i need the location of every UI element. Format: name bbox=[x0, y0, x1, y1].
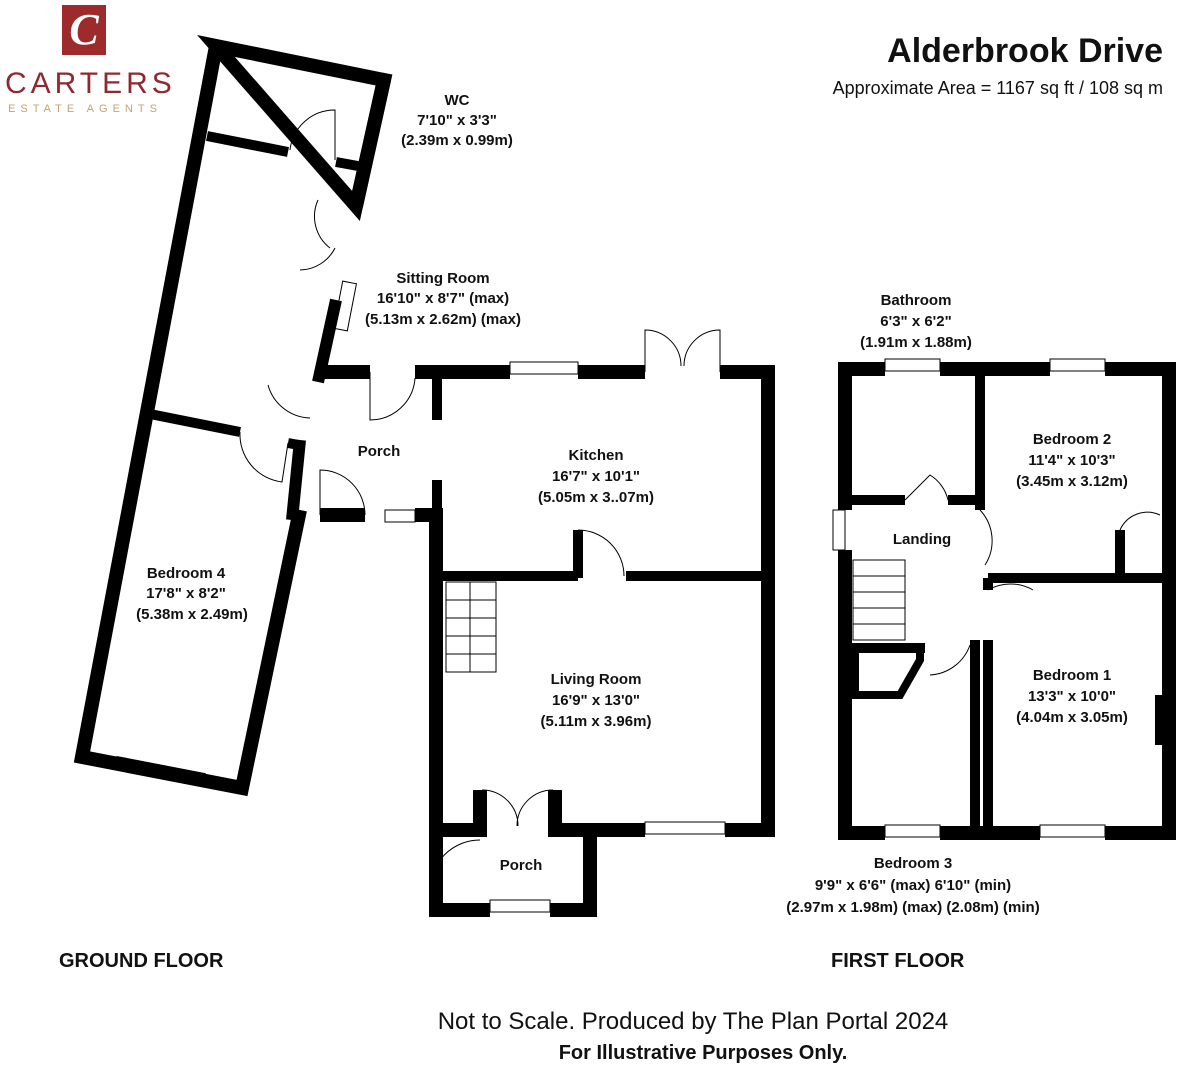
svg-text:Bedroom 4: Bedroom 4 bbox=[147, 565, 226, 582]
svg-text:(3.45m x 3.12m): (3.45m x 3.12m) bbox=[1016, 473, 1128, 490]
first-floor-walls bbox=[832, 358, 1176, 840]
svg-text:(5.38m x 2.49m): (5.38m x 2.49m) bbox=[136, 606, 248, 623]
svg-text:(5.13m x 2.62m) (max): (5.13m x 2.62m) (max) bbox=[365, 311, 521, 328]
room-label-bedroom-3: Bedroom 3 9'9" x 6'6" (max) 6'10" (min) … bbox=[786, 855, 1039, 916]
room-label-living-room: Living Room 16'9" x 13'0" (5.11m x 3.96m… bbox=[541, 671, 652, 730]
svg-text:Living Room: Living Room bbox=[551, 671, 642, 688]
svg-text:(5.11m x 3.96m): (5.11m x 3.96m) bbox=[541, 713, 652, 730]
logo-tagline: ESTATE AGENTS bbox=[8, 103, 162, 115]
svg-text:16'7" x 10'1": 16'7" x 10'1" bbox=[552, 468, 640, 485]
svg-text:11'4" x 10'3": 11'4" x 10'3" bbox=[1028, 452, 1115, 469]
room-label-wc: WC 7'10" x 3'3" (2.39m x 0.99m) bbox=[401, 92, 513, 149]
svg-text:(4.04m x 3.05m): (4.04m x 3.05m) bbox=[1016, 709, 1128, 726]
property-title: Alderbrook Drive bbox=[887, 32, 1163, 70]
room-label-bathroom: Bathroom 6'3" x 6'2" (1.91m x 1.88m) bbox=[860, 292, 972, 351]
svg-text:Kitchen: Kitchen bbox=[568, 447, 623, 464]
room-label-kitchen: Kitchen 16'7" x 10'1" (5.05m x 3..07m) bbox=[538, 447, 654, 506]
svg-text:(2.97m x 1.98m) (max) (2.08m): (2.97m x 1.98m) (max) (2.08m) (min) bbox=[786, 899, 1039, 916]
svg-text:(5.05m x 3..07m): (5.05m x 3..07m) bbox=[538, 489, 654, 506]
ground-floor-label: GROUND FLOOR bbox=[59, 950, 224, 972]
ground-floor-extension-walls bbox=[73, 35, 393, 797]
carters-logo: C CARTERS ESTATE AGENTS bbox=[5, 5, 176, 115]
approximate-area: Approximate Area = 1167 sq ft / 108 sq m bbox=[832, 78, 1163, 98]
ground-floor-main-walls bbox=[318, 329, 775, 917]
room-label-bedroom-1: Bedroom 1 13'3" x 10'0" (4.04m x 3.05m) bbox=[1016, 667, 1128, 726]
svg-text:9'9" x 6'6" (max) 6'10" (min): 9'9" x 6'6" (max) 6'10" (min) bbox=[815, 877, 1011, 894]
svg-text:17'8" x 8'2": 17'8" x 8'2" bbox=[146, 585, 226, 602]
footer-illustrative: For Illustrative Purposes Only. bbox=[558, 1042, 848, 1064]
svg-text:7'10" x 3'3": 7'10" x 3'3" bbox=[417, 112, 497, 129]
room-label-bedroom-2: Bedroom 2 11'4" x 10'3" (3.45m x 3.12m) bbox=[1016, 431, 1128, 490]
svg-text:Bedroom 3: Bedroom 3 bbox=[874, 855, 952, 872]
room-label-landing: Landing bbox=[893, 531, 951, 548]
svg-text:16'9" x 13'0": 16'9" x 13'0" bbox=[552, 692, 640, 709]
logo-name: CARTERS bbox=[5, 67, 176, 100]
svg-text:(1.91m x 1.88m): (1.91m x 1.88m) bbox=[860, 334, 972, 351]
room-label-porch: Porch bbox=[358, 443, 401, 460]
svg-text:(2.39m x 0.99m): (2.39m x 0.99m) bbox=[401, 132, 513, 149]
svg-text:Sitting Room: Sitting Room bbox=[396, 270, 489, 287]
svg-text:13'3" x 10'0": 13'3" x 10'0" bbox=[1028, 688, 1116, 705]
room-label-sitting-room: Sitting Room 16'10" x 8'7" (max) (5.13m … bbox=[365, 270, 521, 328]
room-label-bedroom-4: Bedroom 4 17'8" x 8'2" (5.38m x 2.49m) bbox=[136, 565, 248, 623]
first-floor-label: FIRST FLOOR bbox=[831, 950, 965, 972]
footer-not-to-scale: Not to Scale. Produced by The Plan Porta… bbox=[437, 1008, 949, 1035]
svg-text:WC: WC bbox=[445, 92, 470, 109]
svg-text:6'3" x 6'2": 6'3" x 6'2" bbox=[880, 313, 951, 330]
logo-mark: C bbox=[62, 5, 106, 55]
svg-text:Bedroom 2: Bedroom 2 bbox=[1033, 431, 1111, 448]
svg-text:16'10" x 8'7" (max): 16'10" x 8'7" (max) bbox=[377, 290, 509, 307]
room-label-front-porch: Porch bbox=[500, 857, 543, 874]
svg-text:Bedroom 1: Bedroom 1 bbox=[1033, 667, 1111, 684]
svg-text:Bathroom: Bathroom bbox=[881, 292, 952, 309]
